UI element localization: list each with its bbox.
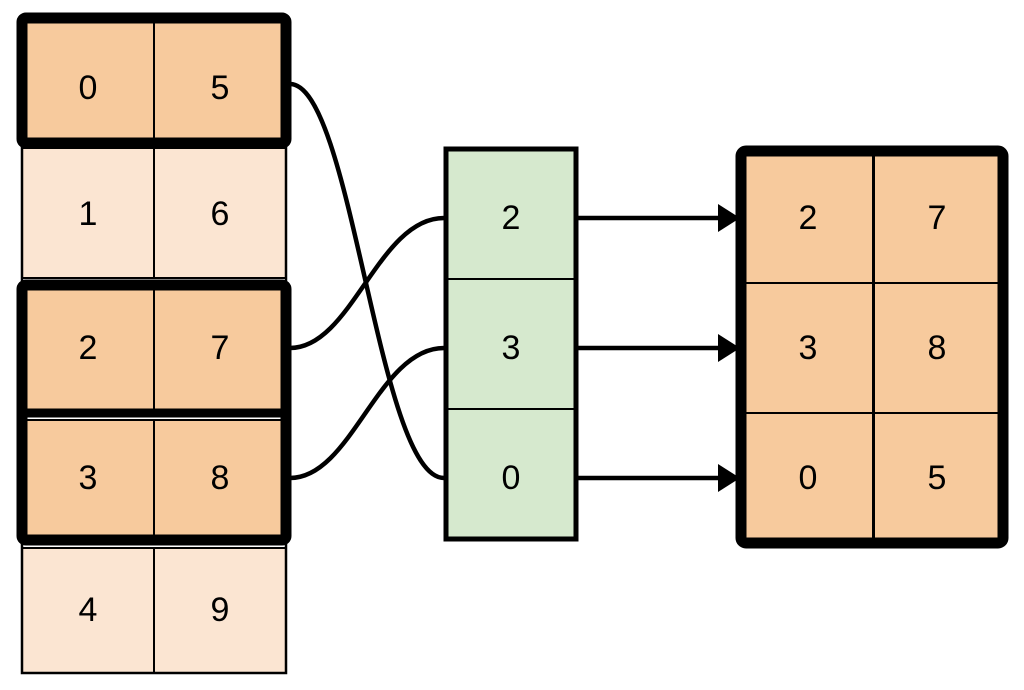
result-cell-label: 2 [799,199,818,237]
result-cell-label: 5 [928,459,947,497]
result-cell-r0c1[interactable] [873,152,1002,284]
table-row[interactable]: 2 7 [21,284,287,411]
source-cell-r2c1[interactable] [153,284,287,411]
arrow-head-2 [718,464,740,492]
result-cell-label: 7 [928,199,947,237]
index-cell-label: 3 [502,329,521,367]
table-row[interactable]: 1 6 [21,147,287,279]
index-column: 2 3 0 [443,146,579,542]
selected-row-highlight-2-3 [16,279,292,546]
connector-row3-to-index1 [289,345,445,481]
index-cell-label: 0 [502,459,521,497]
source-cell-label: 7 [211,329,230,367]
index-cell-1[interactable] [445,278,577,410]
source-cell-r3c1[interactable] [153,419,287,541]
arrow-head-1 [718,334,740,362]
source-cell-label: 2 [79,329,98,367]
result-table-border [735,145,1009,549]
source-cell-label: 0 [79,69,98,107]
result-cell-label: 3 [799,329,818,367]
arrow-head-0 [718,204,740,232]
source-cell-r1c1[interactable] [153,147,287,279]
source-cell-label: 3 [79,459,98,497]
index-cell-label: 2 [502,199,521,237]
result-cell-r1c0[interactable] [742,282,875,414]
table-row[interactable]: 3 8 [21,419,287,541]
source-cell-r4c1[interactable] [153,547,287,674]
source-cell-label: 9 [211,591,230,629]
source-cell-label: 6 [211,195,230,233]
table-row[interactable]: 4 9 [21,547,287,674]
source-cell-label: 1 [79,195,98,233]
table-row[interactable]: 2 7 [742,152,1002,284]
connector-group [289,81,445,481]
index-column-border [443,146,579,542]
table-row[interactable]: 0 5 [21,17,287,144]
selected-row-highlight-0 [16,12,292,149]
index-cell-0[interactable] [445,148,577,280]
connector-row2-to-index0 [289,215,445,351]
result-table: 2 7 3 8 0 5 [735,145,1009,549]
arrow-group [578,204,740,492]
result-cell-label: 0 [799,459,818,497]
source-cell-r0c0[interactable] [21,17,155,144]
index-cell-2[interactable] [445,408,577,540]
result-cell-label: 8 [928,329,947,367]
source-cell-label: 4 [79,591,98,629]
source-table: 0 5 1 6 2 7 3 8 [16,12,292,675]
source-cell-r0c1[interactable] [153,17,287,144]
result-cell-r1c1[interactable] [873,282,1002,414]
source-cell-label: 8 [211,459,230,497]
source-cell-label: 5 [211,69,230,107]
table-row[interactable]: 3 8 [742,282,1002,414]
table-row[interactable]: 0 5 [742,412,1002,542]
